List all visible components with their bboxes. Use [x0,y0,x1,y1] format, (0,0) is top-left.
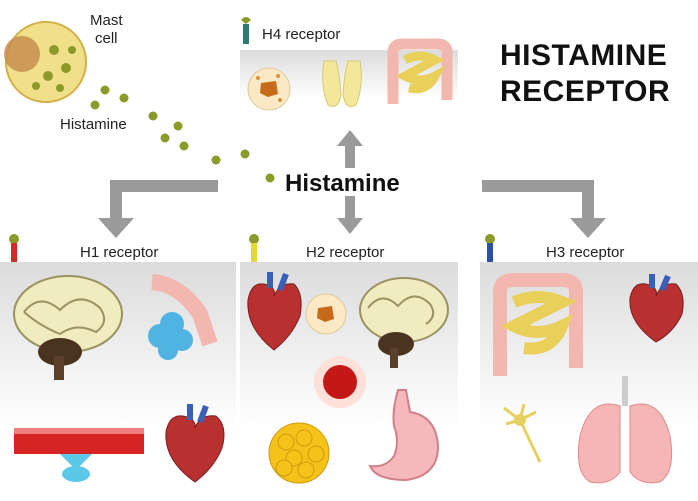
h2-immune-cell [305,293,347,335]
h1-heart [165,404,225,483]
h4-immune-cell [247,67,291,111]
mast-cell-illustration [4,21,87,103]
h2-blood-cell [314,356,366,408]
h4-receptor-label: H4 receptor [262,26,341,43]
arrow-up-h4 [337,130,363,168]
mast-cell-label: Mast cell [90,12,123,48]
h2-receptor-label: H2 receptor [306,244,385,261]
h3-intestine [493,273,583,376]
h3-neuron [503,403,542,463]
h3-receptor-label: H3 receptor [546,244,625,261]
histamine-small-label: Histamine [60,116,127,133]
h1-receptor-label: H1 receptor [80,244,159,261]
h2-heart [247,272,302,351]
h1-receptor-icon [9,234,19,262]
h3-heart [629,274,684,343]
h3-receptor-icon [485,234,495,262]
mast-cell-label-line-2: cell [95,30,118,47]
title-line-1: HISTAMINE [500,39,668,72]
histamine-molecules [90,85,275,183]
mast-cell-label-line-1: Mast [90,12,123,29]
arrow-left-h1 [98,180,218,238]
h2-fat-cells [268,422,330,484]
h2-brain [359,277,449,368]
arrow-down-h2 [337,196,363,234]
h3-lungs [577,376,673,484]
h4-thymus [322,60,362,108]
h2-receptor-icon [249,234,259,262]
h1-blood-vessel [14,428,144,482]
histamine-center-label: Histamine [285,170,400,197]
arrow-right-h3 [482,180,606,238]
h1-brain [13,275,123,380]
h1-bronchus [148,274,218,360]
h4-receptor-icon [241,17,251,44]
h2-stomach [368,389,440,482]
title-line-2: RECEPTOR [500,75,671,108]
page-title: HISTAMINE RECEPTOR [500,38,670,110]
h4-intestine [387,38,453,104]
